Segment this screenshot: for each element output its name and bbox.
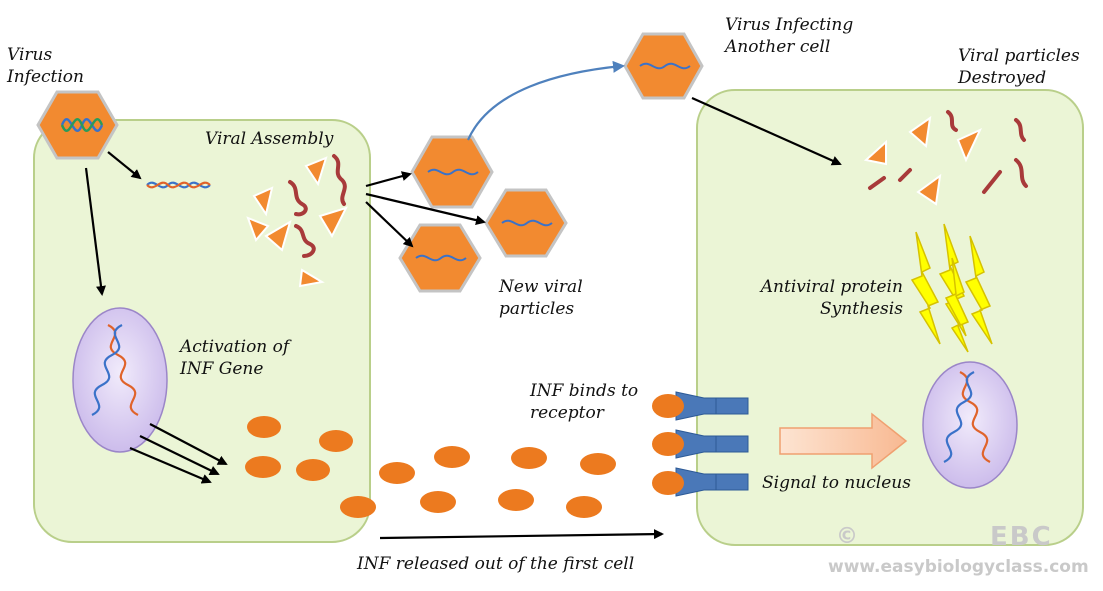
label-antiviral-protein-synthesis: Antiviral protein Synthesis	[760, 277, 903, 319]
signal-arrow-icon	[779, 412, 908, 470]
virus-particle-icon	[36, 90, 119, 160]
nucleus-dna-helix-2	[943, 371, 991, 463]
label-virus-infecting-another-cell: Virus Infecting Another cell	[725, 15, 854, 57]
watermark-url: www.easybiologyclass.com	[828, 557, 1089, 577]
viral-assembly-components	[246, 154, 348, 288]
label-viral-particles-destroyed: Viral particles Destroyed	[958, 46, 1080, 88]
label-signal-to-nucleus: Signal to nucleus	[762, 473, 911, 493]
label-inf-binds-to-receptor: INF binds to receptor	[530, 381, 639, 423]
watermark-logo: EBC	[990, 522, 1053, 552]
label-viral-assembly: Viral Assembly	[205, 129, 334, 149]
virus-particle-icon	[623, 32, 704, 100]
infection-curved-arrow	[466, 60, 625, 141]
antiviral-protein-icon	[910, 223, 993, 353]
process-arrows	[84, 96, 842, 540]
first-cell-nucleus	[72, 307, 168, 453]
virus-particle-icon	[410, 135, 494, 209]
interferon-molecules	[245, 394, 684, 518]
nucleus-dna-helix	[91, 324, 139, 416]
virus-particle-icon	[484, 188, 568, 258]
receptor-icon	[675, 391, 749, 497]
label-inf-released: INF released out of the first cell	[357, 554, 635, 574]
virus-particle-icon	[398, 223, 482, 293]
viral-genome-icon	[146, 181, 211, 189]
label-virus-infection: Virus Infection	[7, 45, 84, 87]
destroyed-viral-fragments	[863, 110, 1028, 206]
second-cell-nucleus	[922, 361, 1018, 489]
label-new-viral-particles: New viral particles	[499, 277, 583, 319]
copyright-symbol: ©	[836, 524, 858, 549]
label-activation-of-inf-gene: Activation of INF Gene	[180, 337, 290, 379]
